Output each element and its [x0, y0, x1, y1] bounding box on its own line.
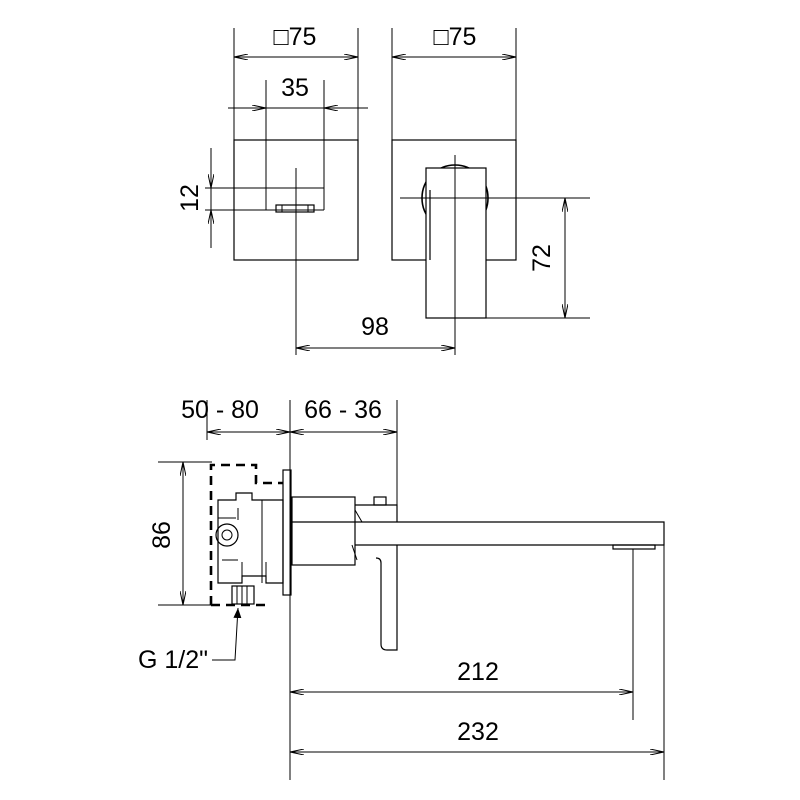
body-bevel [351, 544, 358, 561]
side-width-label: □75 [434, 23, 477, 51]
lever-nub [373, 496, 387, 506]
body-height-label: 86 [148, 521, 176, 549]
plate-offset-label: 66 - 36 [304, 396, 382, 424]
handle-outlet [275, 204, 315, 213]
in-wall-box-outline [209, 463, 283, 605]
outlet-reach-label: 212 [457, 658, 499, 686]
valve-body [217, 492, 284, 584]
lever-top [355, 504, 398, 522]
side-elevation [158, 400, 665, 780]
total-reach-label: 232 [457, 718, 499, 746]
front-view [205, 28, 368, 355]
valve-port-inner [221, 529, 233, 541]
front-width-label: □75 [274, 23, 317, 51]
spout-body [425, 167, 487, 319]
top-view [296, 28, 590, 355]
inlet-fitting-thread [236, 586, 248, 604]
body-depth-label: 50 - 80 [181, 396, 259, 424]
center-distance-label: 98 [361, 313, 389, 341]
valve-port-outer [215, 523, 239, 547]
inlet-thread-label: G 1/2" [138, 646, 208, 674]
lever-bevel [354, 509, 363, 523]
inlet-fitting [231, 585, 255, 605]
spout-profile [292, 521, 665, 546]
handle-depth-label: 12 [176, 184, 204, 212]
handle-width-label: 35 [281, 74, 309, 102]
wall-plate-profile [282, 469, 292, 596]
inlet-thread-leader [212, 607, 242, 661]
lever-profile [375, 545, 398, 651]
valve-body-detail [218, 500, 267, 583]
spout-drop-label: 72 [528, 244, 556, 272]
aerator [612, 544, 656, 550]
handle-body-profile [291, 496, 356, 566]
